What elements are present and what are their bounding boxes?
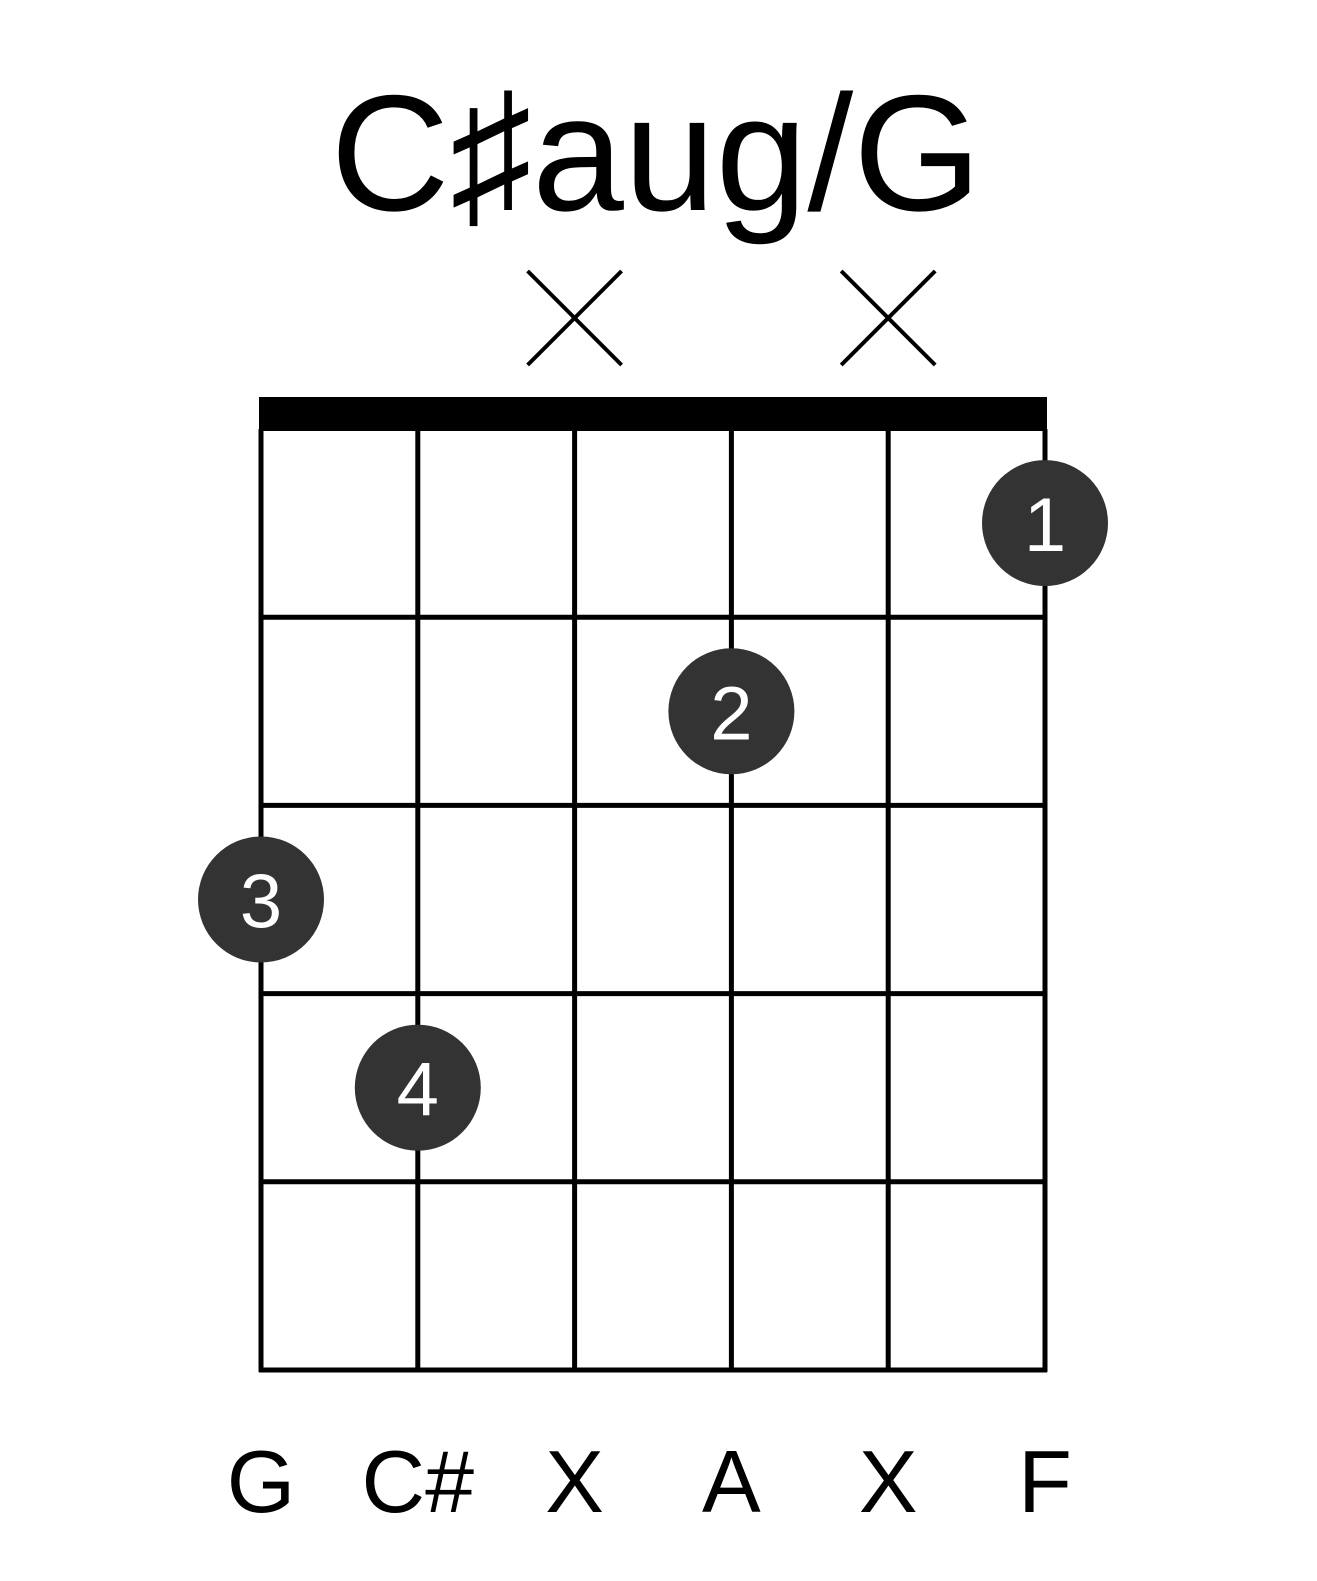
string-note-label: X	[545, 1432, 604, 1531]
finger-positions: 1 2 3 4	[198, 460, 1108, 1151]
finger-number: 1	[1024, 483, 1066, 568]
nut-bar	[259, 397, 1047, 431]
muted-markers	[526, 269, 937, 367]
x-mute-icon	[839, 269, 937, 367]
finger-dot-1: 1	[982, 460, 1108, 587]
string-note-label: A	[702, 1432, 761, 1531]
string-note-label: F	[1018, 1432, 1072, 1531]
string-note-label: C#	[362, 1432, 475, 1531]
string-note-label: G	[227, 1432, 295, 1531]
finger-circle	[198, 836, 324, 963]
finger-circle	[982, 460, 1108, 587]
string-note-label: X	[859, 1432, 918, 1531]
finger-circle	[354, 1024, 481, 1151]
chord-title: C♯aug/G	[330, 61, 981, 245]
finger-number: 2	[710, 671, 752, 756]
finger-dot-2: 2	[668, 648, 795, 775]
finger-number: 4	[397, 1048, 439, 1133]
x-mute-icon	[526, 269, 624, 367]
finger-circle	[668, 648, 795, 775]
finger-dot-3: 3	[198, 836, 324, 963]
fretboard-grid	[258, 397, 1048, 1373]
finger-dot-4: 4	[354, 1024, 481, 1151]
finger-number: 3	[240, 860, 282, 945]
